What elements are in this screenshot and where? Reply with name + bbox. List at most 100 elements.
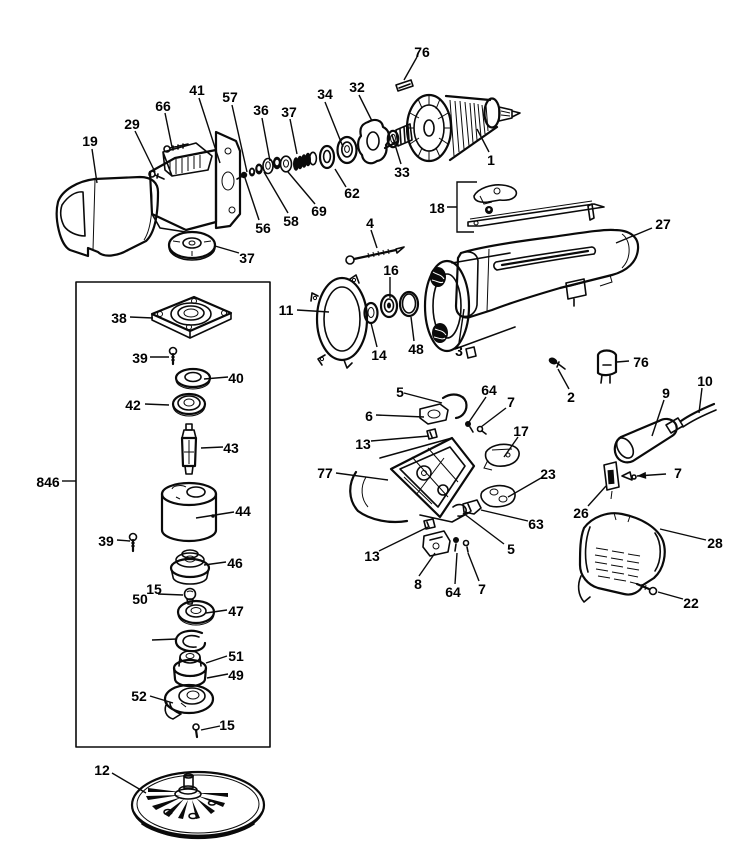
leader-line	[150, 696, 173, 703]
part-label-26: 26	[573, 505, 589, 521]
part-label-4: 4	[366, 215, 374, 231]
leader-line	[359, 95, 372, 121]
bracket-23-drawing	[481, 486, 515, 507]
part-label-62: 62	[344, 185, 360, 201]
part-label-27: 27	[655, 216, 671, 232]
leader-line	[658, 592, 683, 599]
holder-8-drawing	[423, 531, 450, 556]
leader-line	[262, 118, 270, 161]
part-label-57: 57	[222, 89, 238, 105]
leader-line	[379, 527, 428, 551]
screw-64-top-drawing	[465, 421, 473, 432]
part-label-43: 43	[223, 440, 239, 456]
screw-7-bottom-drawing	[464, 541, 469, 553]
leader-line	[371, 230, 377, 248]
part-label-7: 7	[478, 581, 486, 597]
leader-line	[404, 57, 417, 80]
part-label-14: 14	[371, 347, 387, 363]
leader-line	[481, 408, 506, 427]
leader-line	[371, 436, 429, 441]
leader-line	[165, 113, 172, 147]
part-label-46: 46	[227, 555, 243, 571]
part-label-3: 3	[455, 343, 463, 359]
part-label-37: 37	[239, 250, 255, 266]
counterweight-44-drawing	[162, 483, 216, 541]
switch-lever-drawing	[468, 185, 604, 226]
leader-line	[264, 172, 288, 213]
bearing-42-drawing	[173, 394, 205, 416]
part-label-5: 5	[396, 384, 404, 400]
part-label-23: 23	[540, 466, 556, 482]
part-label-6: 6	[365, 408, 373, 424]
screw-4-drawing	[346, 247, 404, 264]
spring-clip-5-top-drawing	[443, 395, 466, 418]
part-label-42: 42	[125, 397, 141, 413]
part-label-16: 16	[383, 262, 399, 278]
motor-brush-drawing	[396, 80, 413, 91]
clip-63-drawing	[463, 500, 481, 514]
leader-line	[455, 553, 457, 584]
leader-line	[419, 553, 435, 576]
backing-pad-drawing	[132, 772, 264, 838]
gear-case-drawing	[350, 438, 474, 522]
leader-line	[660, 529, 706, 540]
eccentric-52-drawing	[165, 685, 213, 719]
shaft-stack-drawing	[237, 120, 398, 179]
part-label-7: 7	[507, 394, 515, 410]
part-label-40: 40	[228, 370, 244, 386]
leader-line	[204, 562, 226, 565]
screw-7-right-drawing	[622, 472, 636, 480]
vented-cover-drawing	[579, 513, 665, 602]
leader-line	[199, 98, 220, 163]
screw-15-bottom-drawing	[193, 724, 199, 737]
leader-line	[290, 119, 297, 154]
part-label-76: 76	[414, 44, 430, 60]
screw-39-lower-drawing	[130, 534, 137, 552]
part-label-29: 29	[124, 116, 140, 132]
part-label-69: 69	[311, 203, 327, 219]
part-label-34: 34	[317, 86, 333, 102]
clip-5-bottom-drawing	[453, 505, 466, 517]
screw-64-bottom-drawing	[453, 537, 459, 551]
part-label-39: 39	[132, 350, 148, 366]
leader-line	[204, 377, 228, 379]
leader-line	[504, 437, 518, 457]
armature-drawing	[385, 95, 520, 161]
leader-line	[468, 553, 479, 581]
field-drawing	[425, 253, 515, 358]
leader-line	[699, 388, 702, 413]
bracket-18	[447, 182, 477, 232]
leader-line	[135, 131, 155, 172]
part-label-7: 7	[674, 465, 682, 481]
screw-7-top-drawing	[478, 427, 487, 435]
part-label-13: 13	[355, 436, 371, 452]
part-label-58: 58	[283, 213, 299, 229]
leader-line	[92, 149, 97, 183]
leader-line	[325, 102, 343, 147]
part-label-38: 38	[111, 310, 127, 326]
clip-13-bottom-drawing	[424, 519, 435, 529]
part-label-41: 41	[189, 82, 205, 98]
leader-line	[130, 317, 153, 318]
part-label-846: 846	[36, 474, 60, 490]
part-label-13: 13	[364, 548, 380, 564]
leader-line	[508, 478, 541, 497]
part-label-44: 44	[235, 503, 251, 519]
screw-66-drawing	[164, 144, 188, 152]
part-label-66: 66	[155, 98, 171, 114]
part-label-33: 33	[394, 164, 410, 180]
part-label-19: 19	[82, 133, 98, 149]
collar-51-49-drawing	[174, 651, 206, 686]
leader-line	[411, 317, 414, 341]
power-cord-drawing	[681, 404, 716, 427]
handle-cover-drawing	[57, 177, 158, 256]
leader-line	[206, 656, 227, 663]
leader-line	[196, 512, 234, 518]
leader-arrowhead	[637, 471, 647, 479]
part-label-48: 48	[408, 341, 424, 357]
leader-line	[201, 726, 220, 730]
part-label-76: 76	[633, 354, 649, 370]
bearing-16-drawing	[381, 295, 397, 317]
